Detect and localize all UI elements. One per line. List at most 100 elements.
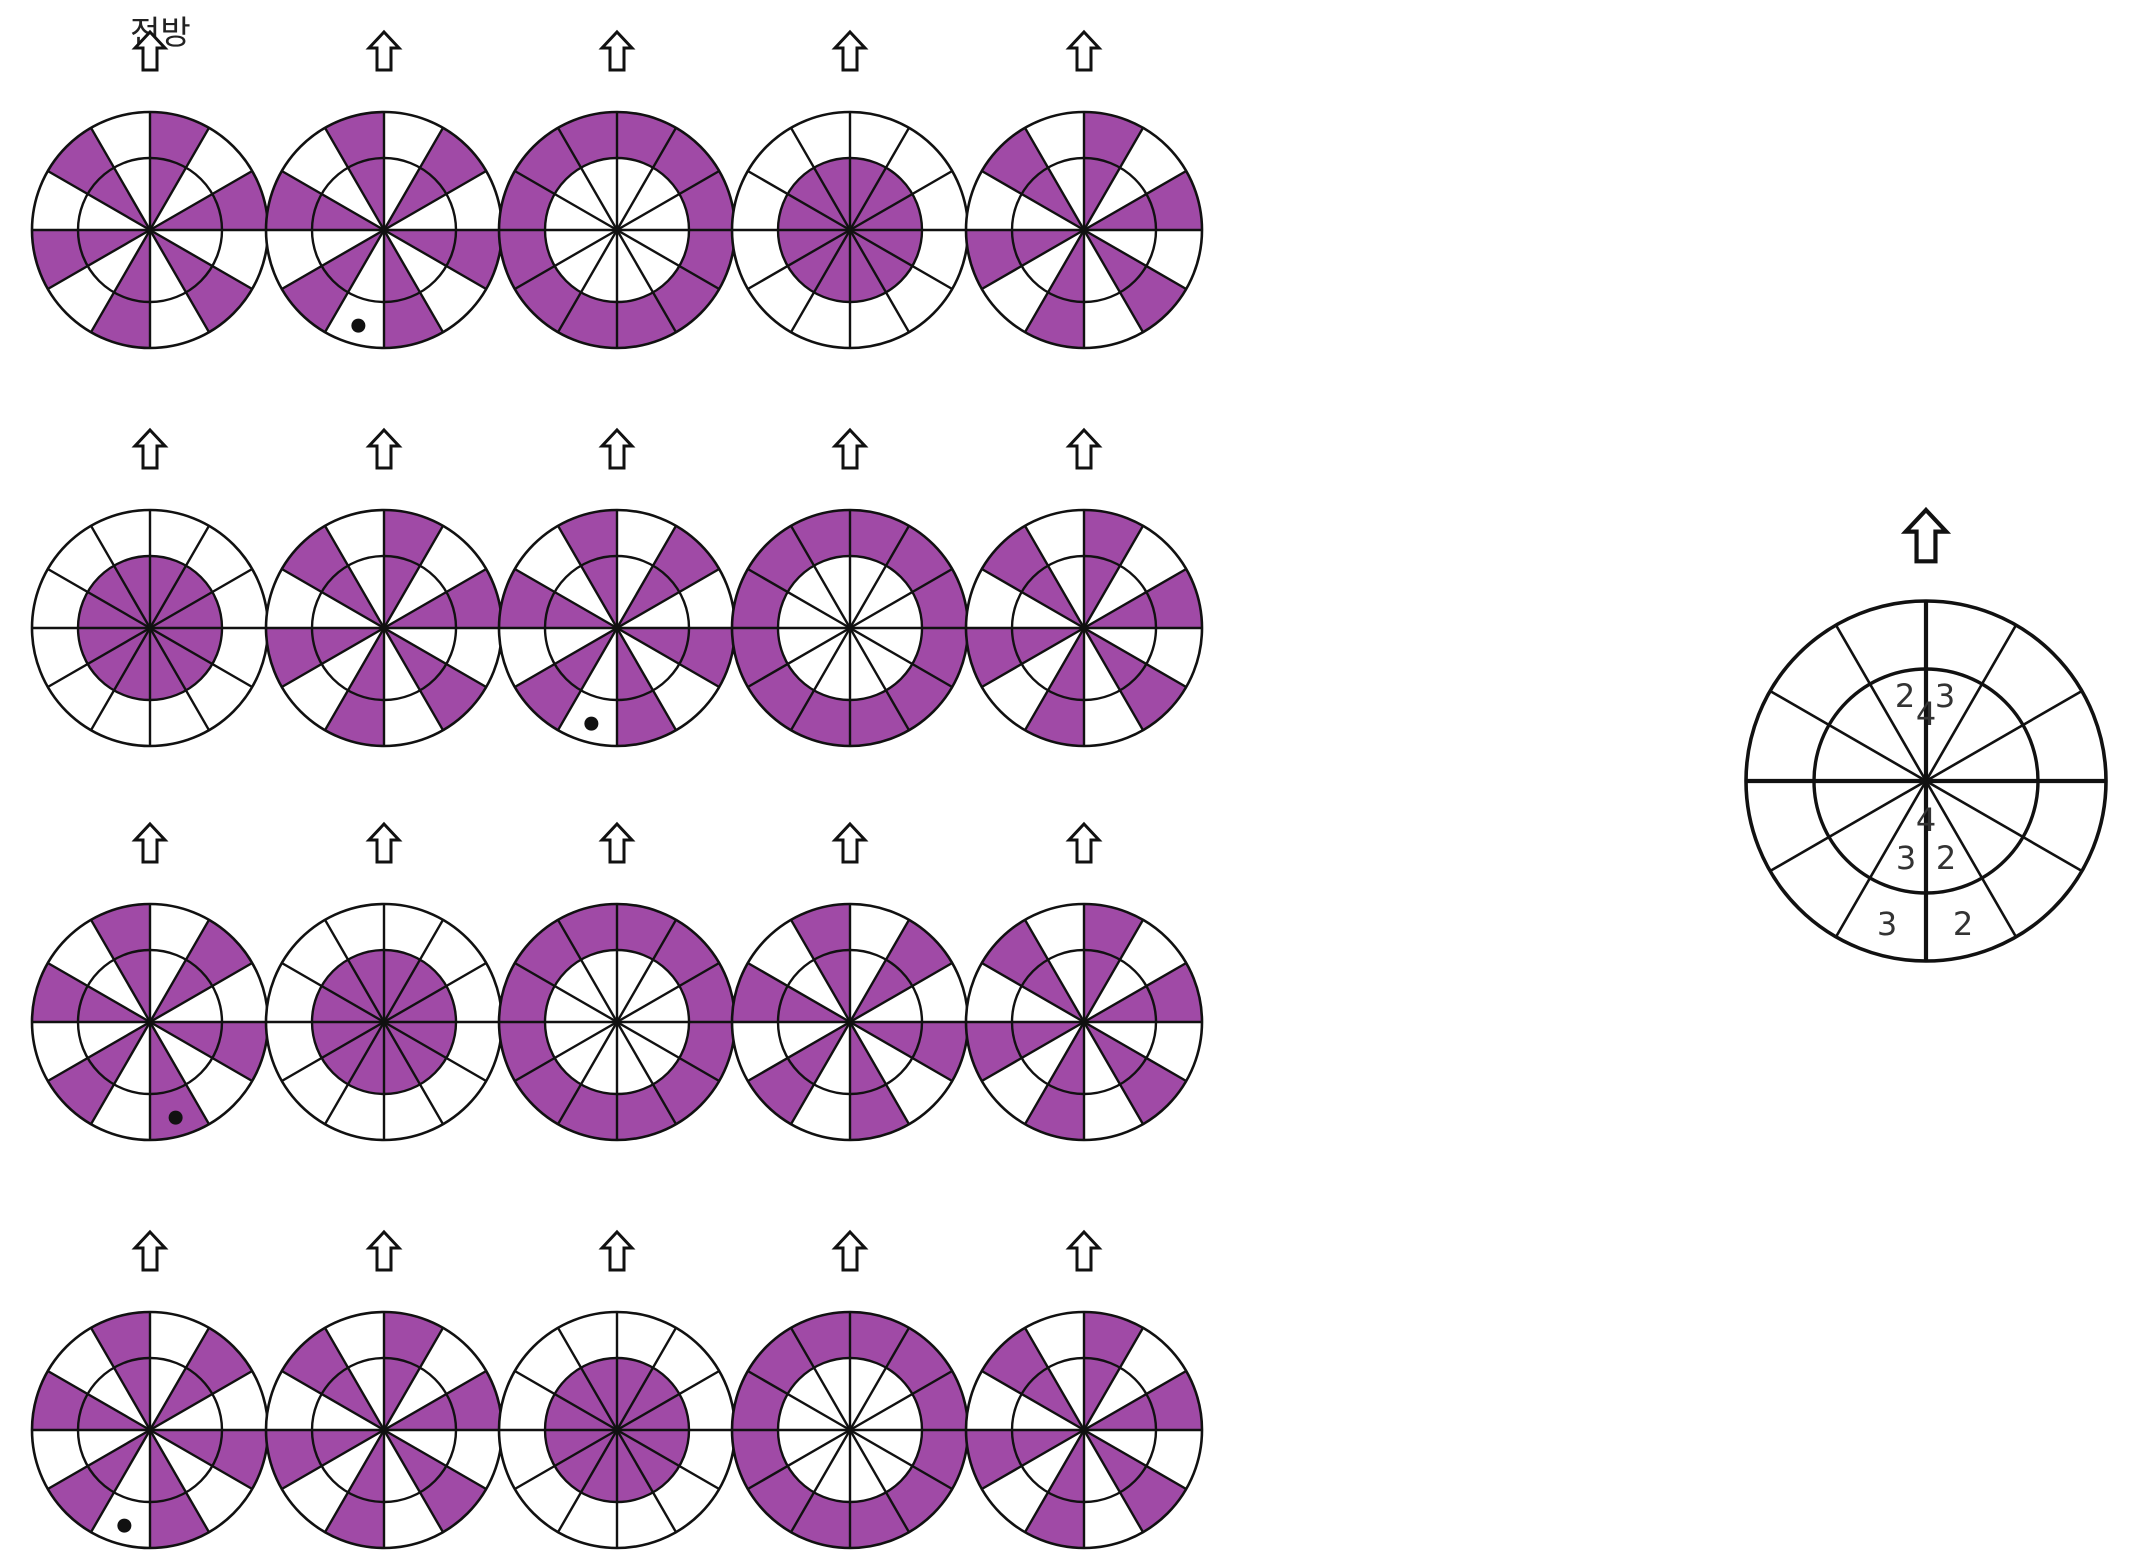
spoke-line	[616, 567, 720, 630]
outer-sector-fill	[791, 1492, 850, 1548]
spoke-line	[383, 961, 487, 1024]
spoke-line	[981, 567, 1085, 630]
inner-sector-fill	[554, 1430, 617, 1493]
inner-sector-fill	[150, 628, 213, 691]
inner-ring	[543, 156, 691, 304]
spoke-line	[148, 127, 211, 231]
outer-sector-fill	[325, 1492, 384, 1548]
spoke-line	[556, 627, 619, 731]
spoke-line	[149, 228, 253, 291]
inner-sector-fill	[150, 158, 186, 230]
wheel-r3-c5	[964, 902, 1204, 1142]
wheel-r2-c3	[497, 508, 737, 748]
spoke-line	[323, 919, 386, 1023]
outer-sector-fill	[150, 112, 209, 168]
spoke-line	[514, 1369, 618, 1432]
inner-sector-fill	[384, 959, 447, 1022]
reference-inner-ring	[1812, 667, 2040, 895]
inner-sector-fill	[384, 167, 447, 230]
spoke-line	[47, 228, 151, 291]
wheel-r3-c1	[30, 902, 270, 1142]
spoke-line	[848, 627, 911, 731]
outer-sector-fill	[420, 127, 487, 194]
spoke-line	[1023, 919, 1086, 1023]
spoke-line	[89, 525, 152, 629]
outer-sector-fill	[1146, 1371, 1202, 1430]
spoke-line	[747, 228, 851, 291]
outer-sector-fill	[266, 628, 322, 687]
inner-sector-fill	[150, 959, 213, 1022]
forward-arrow-icon	[831, 427, 869, 470]
spoke-line	[382, 229, 445, 333]
inner-sector-fill	[150, 1367, 213, 1430]
outer-sector-fill	[912, 1371, 968, 1430]
ref-label-inner-lower-left: 3	[1896, 839, 1916, 877]
forward-arrow-icon	[1065, 821, 1103, 864]
inner-sector-fill	[384, 628, 447, 691]
spoke-line	[281, 169, 385, 232]
spoke-line	[47, 1020, 151, 1083]
outer-sector-fill	[732, 1430, 788, 1489]
spoke-line	[1082, 919, 1145, 1023]
inner-sector-fill	[384, 230, 456, 266]
inner-sector-fill	[150, 628, 186, 700]
marker-dot	[584, 716, 599, 731]
inner-sector-fill	[554, 1367, 617, 1430]
outer-sector-fill	[966, 230, 1022, 289]
spoke-line	[1083, 169, 1187, 232]
spoke-line	[849, 169, 953, 232]
outer-sector-fill	[514, 127, 581, 194]
inner-sector-fill	[545, 1430, 617, 1466]
spoke-line	[616, 1428, 720, 1491]
inner-sector-fill	[384, 592, 456, 628]
spoke-line	[556, 229, 619, 333]
ref-label-outer-lower-left: 3	[1877, 905, 1897, 943]
outer-sector-fill	[32, 963, 88, 1022]
inner-sector-fill	[312, 986, 384, 1022]
outer-sector-fill	[91, 292, 150, 348]
wheel-r1-c3	[497, 110, 737, 350]
inner-sector-fill	[348, 950, 384, 1022]
outer-ring	[964, 110, 1204, 350]
outer-sector-fill	[420, 1466, 487, 1533]
wheel-r1-c5	[964, 110, 1204, 350]
spoke-line	[383, 1428, 487, 1491]
spoke-line	[747, 1369, 851, 1432]
spoke-line	[615, 1327, 678, 1431]
spoke-line	[849, 1020, 953, 1083]
spoke-line	[1082, 1327, 1145, 1431]
reference-spoke-line	[1769, 689, 1927, 783]
outer-sector-fill	[653, 1058, 720, 1125]
inner-ring	[1010, 554, 1158, 702]
forward-arrow-icon	[131, 821, 169, 864]
spoke-line	[981, 626, 1085, 689]
inner-sector-fill	[150, 628, 222, 664]
spoke-line	[281, 567, 385, 630]
forward-arrow-icon	[131, 1229, 169, 1272]
outer-ring	[964, 1310, 1204, 1550]
outer-sector-fill	[747, 1327, 814, 1394]
spoke-line	[1023, 1021, 1086, 1125]
inner-sector-fill	[114, 556, 150, 628]
outer-sector-fill	[384, 510, 443, 566]
outer-sector-fill	[886, 525, 953, 592]
outer-sector-fill	[186, 1327, 253, 1394]
spoke-line	[47, 1369, 151, 1432]
inner-sector-fill	[1021, 1367, 1084, 1430]
spoke-line	[148, 229, 211, 333]
reference-spoke-line	[1834, 780, 1928, 938]
spoke-line	[149, 1369, 253, 1432]
inner-sector-fill	[150, 1430, 222, 1466]
inner-sector-fill	[114, 628, 150, 700]
outer-sector-fill	[617, 1084, 676, 1140]
spoke-line	[1023, 627, 1086, 731]
outer-sector-fill	[47, 1058, 114, 1125]
outer-sector-fill	[1025, 1492, 1084, 1548]
inner-sector-fill	[850, 1022, 922, 1058]
spoke-line	[47, 1428, 151, 1491]
reference-spoke-line	[1834, 624, 1928, 782]
forward-arrow-icon	[1065, 1229, 1103, 1272]
outer-sector-fill	[966, 1430, 1022, 1489]
outer-sector-fill	[732, 628, 788, 687]
spoke-line	[615, 229, 678, 333]
